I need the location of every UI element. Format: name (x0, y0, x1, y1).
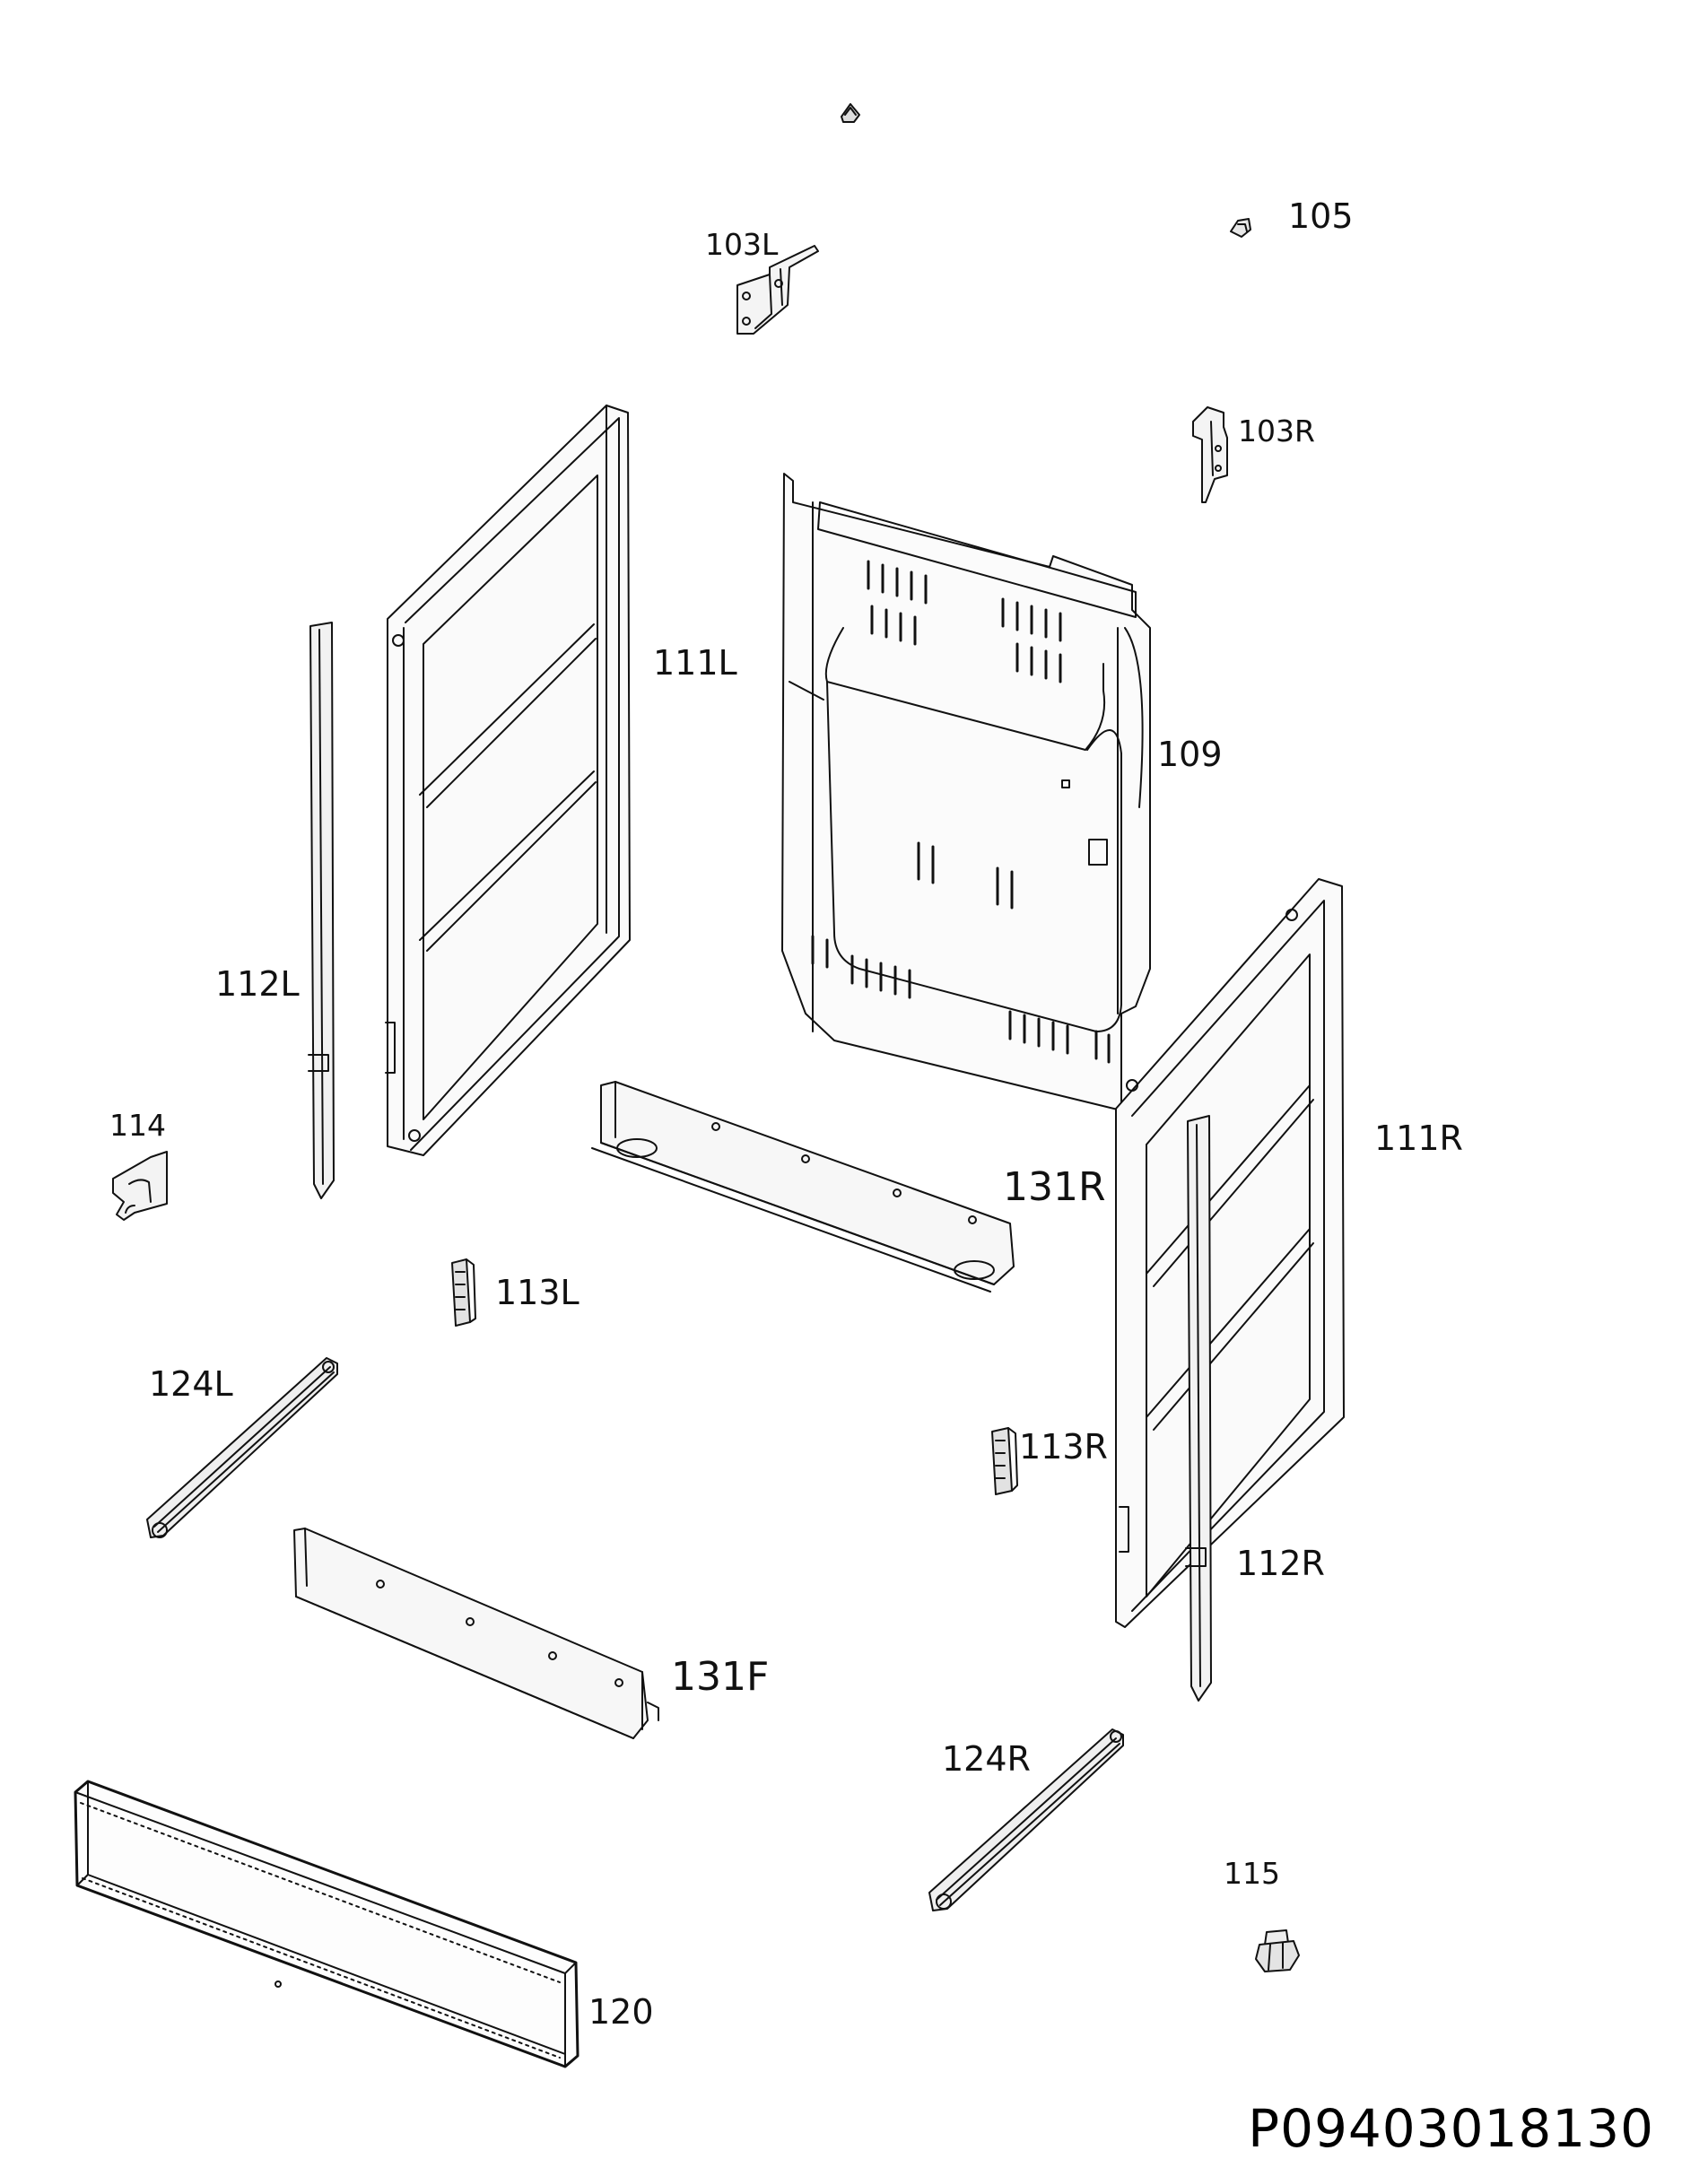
label-131F: 131F (671, 1654, 770, 1700)
side-strip-right-icon (1185, 1115, 1212, 1702)
hinge-clip-icon (112, 1151, 168, 1221)
side-panel-right-icon (1115, 878, 1345, 1628)
label-131R: 131R (1003, 1164, 1106, 1210)
label-109: 109 (1157, 735, 1223, 774)
label-112L: 112L (215, 964, 300, 1004)
rail-left-icon (146, 1357, 338, 1538)
side-panel-left-icon (385, 405, 631, 1156)
front-crossbar-icon (293, 1528, 659, 1739)
top-clip-icon (841, 103, 860, 123)
label-113R: 113R (1019, 1427, 1108, 1467)
latch-left-icon (451, 1258, 476, 1327)
bracket-left-icon (736, 245, 819, 335)
label-111R: 111R (1374, 1119, 1463, 1158)
foot-icon (1255, 1929, 1300, 1972)
label-124L: 124L (149, 1364, 233, 1404)
label-103R: 103R (1238, 414, 1315, 448)
side-strip-left-icon (308, 622, 335, 1199)
back-panel-icon (781, 473, 1151, 1111)
rail-right-icon (928, 1728, 1124, 1911)
label-112R: 112R (1236, 1544, 1325, 1583)
label-120: 120 (588, 1992, 654, 2032)
document-code: P09403018130 (1248, 2098, 1654, 2159)
label-103L: 103L (705, 227, 779, 262)
rear-crossbar-icon (591, 1081, 1015, 1293)
label-113L: 113L (495, 1273, 580, 1312)
label-105: 105 (1288, 196, 1354, 236)
bracket-right-icon (1192, 406, 1228, 503)
label-124R: 124R (942, 1739, 1031, 1779)
label-111L: 111L (653, 643, 737, 683)
plinth-icon (74, 1780, 580, 2068)
label-115: 115 (1224, 1856, 1280, 1891)
label-114: 114 (109, 1108, 166, 1143)
clip-icon (1230, 218, 1251, 238)
latch-right-icon (991, 1427, 1018, 1495)
